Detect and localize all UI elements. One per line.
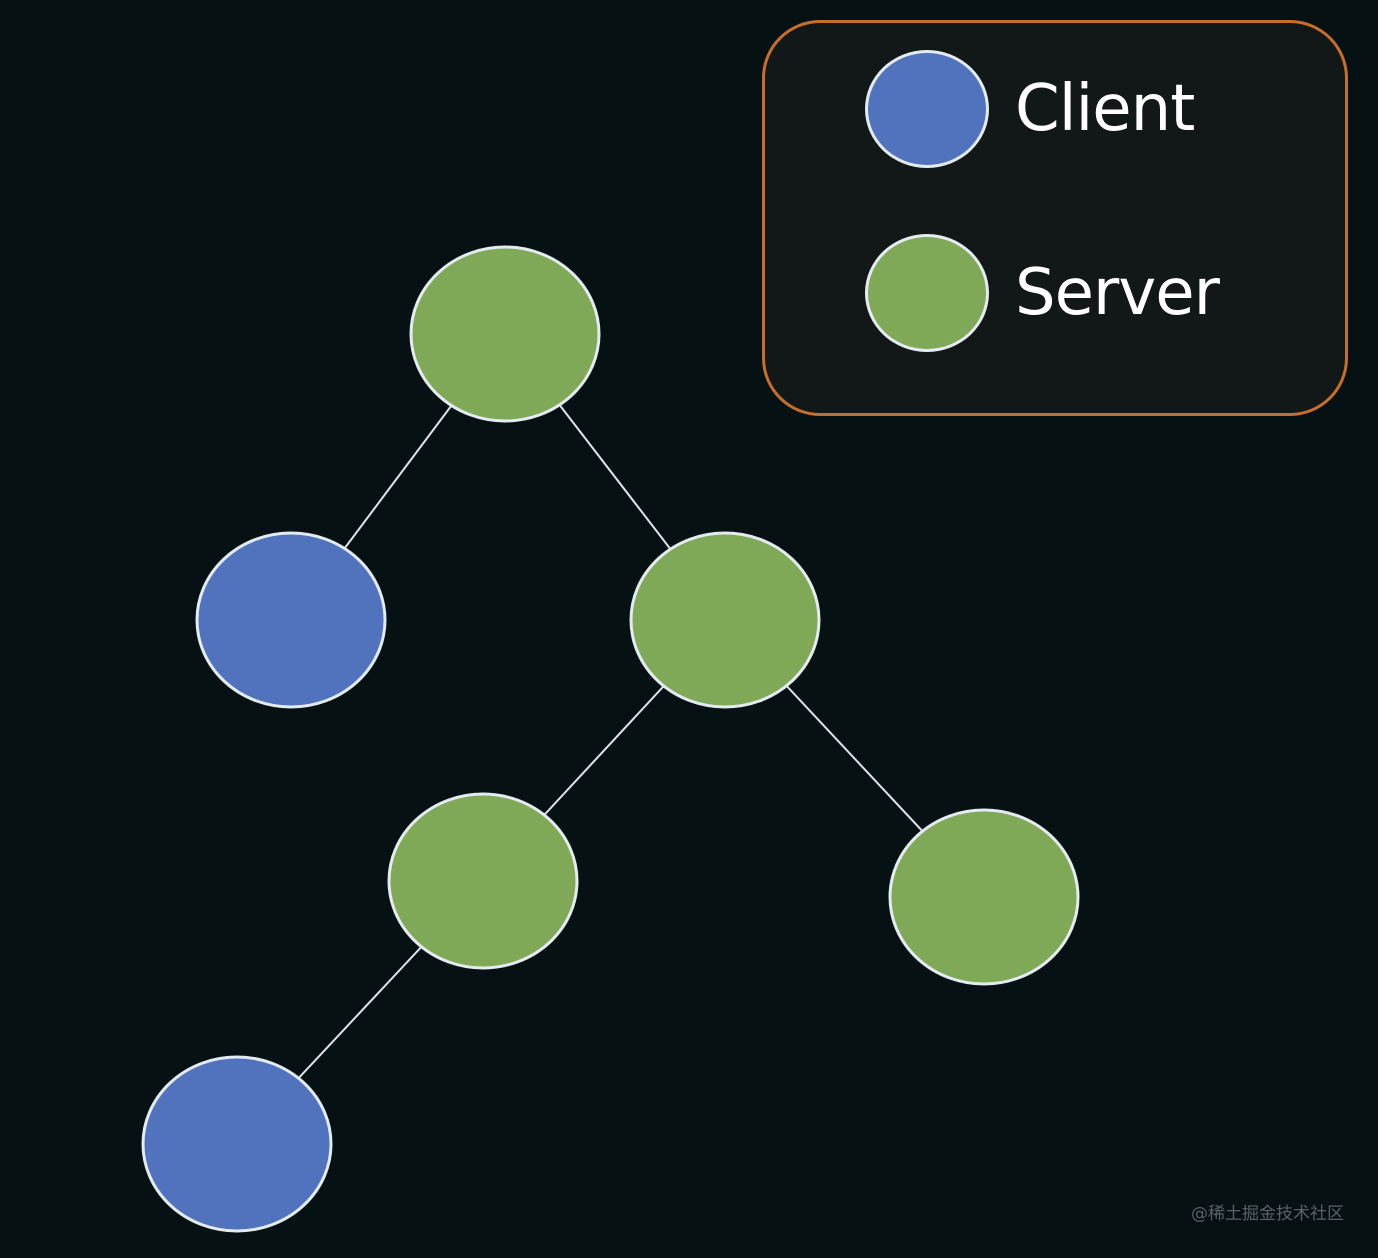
legend-label-server: Server	[1015, 256, 1220, 330]
server-node-right-2	[888, 808, 1080, 986]
legend-item-server: Server	[865, 231, 1220, 355]
server-node-right-1	[629, 531, 821, 709]
server-node-root	[409, 245, 601, 423]
watermark: @稀土掘金技术社区	[1191, 1204, 1344, 1224]
legend-label-client: Client	[1015, 72, 1195, 146]
legend-panel: Client Server	[762, 20, 1348, 416]
legend-item-client: Client	[865, 47, 1195, 171]
server-node-left-2	[387, 792, 579, 970]
client-node-left-1	[195, 531, 387, 709]
client-node-left-3	[141, 1055, 333, 1233]
client-swatch	[865, 50, 989, 168]
server-swatch	[865, 234, 989, 352]
